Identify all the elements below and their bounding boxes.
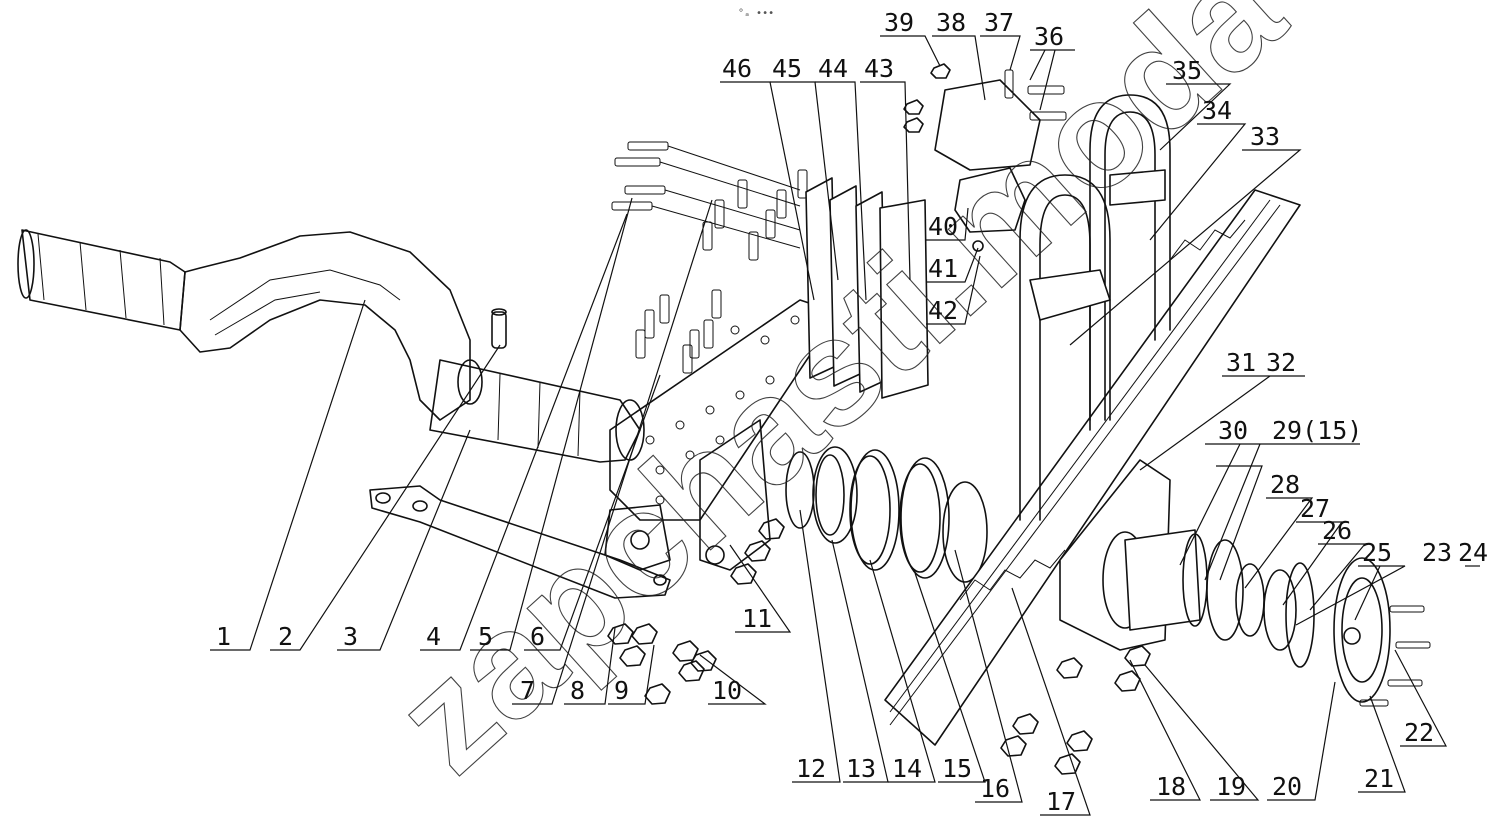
hub-assembly [1000, 459, 1431, 775]
shim-plates [805, 177, 929, 399]
callout-26: 26 [1322, 516, 1352, 545]
callout-7: 7 [520, 676, 535, 705]
bearing-rings [785, 446, 988, 583]
callout-4: 4 [426, 622, 441, 651]
leader-lines [210, 35, 1480, 816]
callout-43: 43 [864, 54, 894, 83]
callout-46: 46 [722, 54, 752, 83]
callout-24: 24 [1458, 538, 1488, 567]
callout-41: 41 [928, 254, 958, 283]
callout-14: 14 [892, 754, 922, 783]
callout-40: 40 [928, 212, 958, 241]
callout-42: 42 [928, 296, 958, 325]
callout-18: 18 [1156, 772, 1186, 801]
callout-17: 17 [1046, 787, 1076, 816]
callout-6: 6 [530, 622, 545, 651]
header-mark: °ₐ ••• [738, 8, 774, 19]
callout-3: 3 [343, 622, 358, 651]
top-bracket [903, 63, 1067, 252]
callout-11: 11 [742, 604, 772, 633]
callout-15: 15 [942, 754, 972, 783]
u-bolts [1019, 94, 1171, 521]
callout-36: 36 [1034, 22, 1064, 51]
callout-13: 13 [846, 754, 876, 783]
hex-nuts-left [607, 518, 785, 705]
callout-labels: 1 2 3 4 5 6 7 8 9 10 11 12 13 14 15 16 1… [216, 8, 1488, 816]
callout-8: 8 [570, 676, 585, 705]
callout-21: 21 [1364, 764, 1394, 793]
leaf-spring [884, 189, 1301, 746]
callout-9: 9 [614, 676, 629, 705]
callout-32: 32 [1266, 348, 1296, 377]
long-bolts [611, 141, 801, 249]
callout-34: 34 [1202, 96, 1232, 125]
callout-19: 19 [1216, 772, 1246, 801]
callout-33: 33 [1250, 122, 1280, 151]
callout-38: 38 [936, 8, 966, 37]
watermark-text: zapchasti.moda [364, 0, 1314, 804]
stud-pins [635, 169, 808, 374]
callout-25: 25 [1362, 538, 1392, 567]
callout-20: 20 [1272, 772, 1302, 801]
callout-1: 1 [216, 622, 231, 651]
watermark: zapchasti.moda [363, 0, 1314, 804]
callout-16: 16 [980, 774, 1010, 803]
callout-28: 28 [1270, 470, 1300, 499]
callout-2: 2 [278, 622, 293, 651]
callout-23: 23 [1422, 538, 1452, 567]
callout-22: 22 [1404, 718, 1434, 747]
callout-12: 12 [796, 754, 826, 783]
callout-35: 35 [1172, 56, 1202, 85]
callout-27: 27 [1300, 494, 1330, 523]
callout-37: 37 [984, 8, 1014, 37]
callout-39: 39 [884, 8, 914, 37]
callout-45: 45 [772, 54, 802, 83]
parts-drawing [17, 63, 1431, 775]
axle-arm [17, 229, 645, 463]
link-bar [369, 485, 671, 599]
callout-10: 10 [712, 676, 742, 705]
callout-5: 5 [478, 622, 493, 651]
callout-44: 44 [818, 54, 848, 83]
callout-31: 31 [1226, 348, 1256, 377]
callout-29-15: 29(15) [1272, 416, 1362, 445]
callout-30: 30 [1218, 416, 1248, 445]
